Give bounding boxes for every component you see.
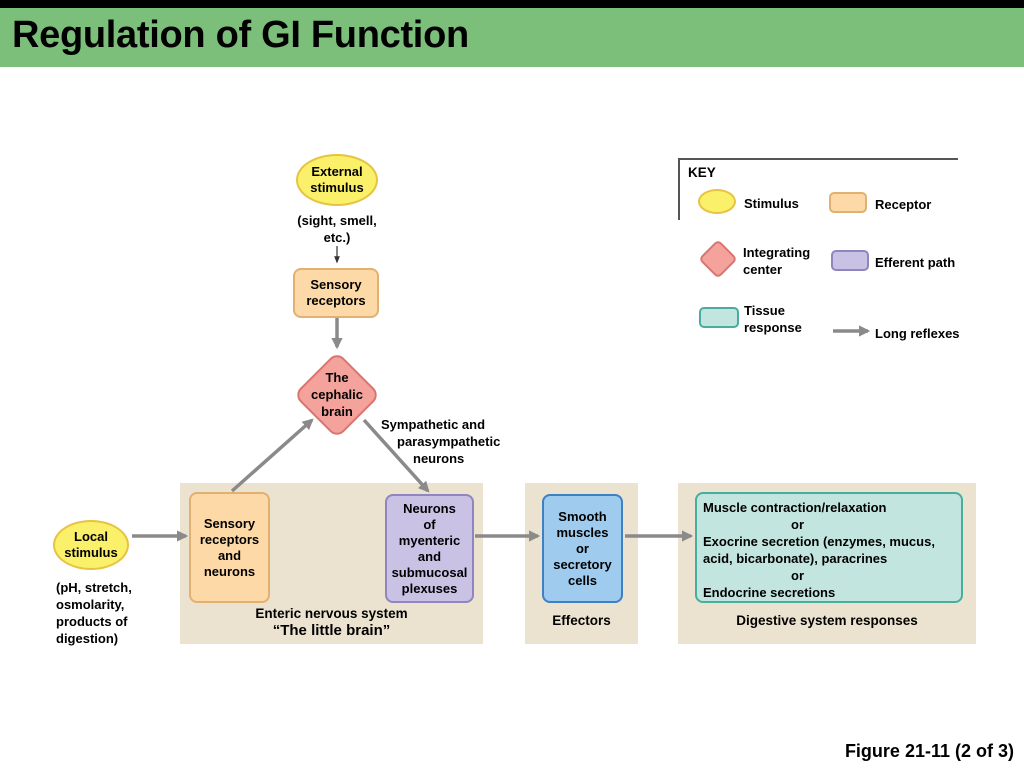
key-receptor-label: Receptor [875, 197, 932, 212]
key-efferent-swatch [831, 250, 869, 271]
key-long-reflexes-label: Long reflexes [875, 326, 960, 341]
effectors-panel-caption: Effectors [552, 613, 611, 628]
key-receptor-swatch [829, 192, 867, 213]
title-bar [0, 8, 1024, 67]
key-tissue-swatch [699, 307, 739, 328]
key-border-top [678, 158, 958, 160]
key-stimulus-swatch [698, 189, 736, 214]
page-title: Regulation of GI Function [12, 14, 469, 56]
arrow-enteric-to-brain [230, 418, 314, 493]
key-stimulus-label: Stimulus [744, 196, 799, 211]
responses-node: Muscle contraction/relaxation or Exocrin… [695, 492, 963, 603]
key-heading: KEY [688, 165, 716, 180]
key-border-left [678, 158, 680, 220]
arrow-brain-to-plexus [362, 418, 430, 493]
top-border [0, 0, 1024, 8]
autonomic-neurons-note: Sympathetic and parasympathetic neurons [381, 417, 501, 466]
external-stimulus-note: (sight, smell,etc.) [297, 213, 377, 245]
enteric-panel-caption: Enteric nervous system “The little brain… [255, 606, 408, 639]
key-efferent-label: Efferent path [875, 255, 956, 270]
responses-panel-caption: Digestive system responses [736, 613, 918, 628]
figure-label: Figure 21-11 (2 of 3) [844, 741, 1014, 761]
